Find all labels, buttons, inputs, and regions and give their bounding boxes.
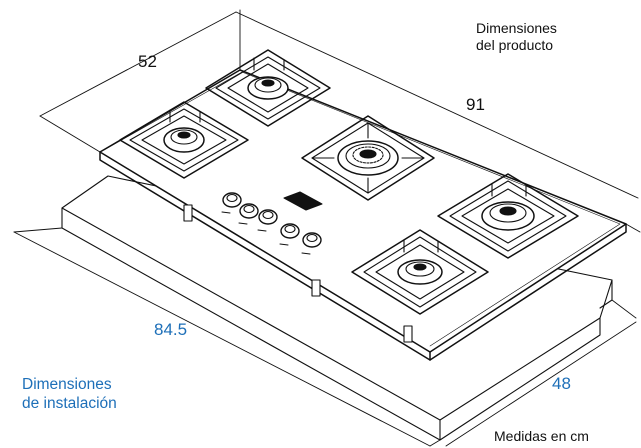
control-knobs xyxy=(221,192,322,255)
burner-rear-right xyxy=(437,173,579,259)
product-dimensions-title: Dimensiones del producto xyxy=(476,20,557,54)
control-knob xyxy=(221,192,242,214)
burner-front-left xyxy=(119,101,249,179)
control-knob xyxy=(257,209,278,232)
control-knob xyxy=(238,203,259,225)
mounting-clip xyxy=(183,204,413,343)
burner-front-right xyxy=(351,229,489,315)
installation-dimensions-title-line2: de instalación xyxy=(22,394,117,412)
control-knob xyxy=(279,223,300,246)
installation-width-value: 84.5 xyxy=(154,320,188,339)
control-knob xyxy=(301,232,322,255)
installation-dimension-lines xyxy=(13,227,637,447)
burner-rear-left xyxy=(205,49,331,127)
product-depth-value: 52 xyxy=(138,52,157,71)
product-dimensions-title-line1: Dimensiones xyxy=(476,20,557,36)
brand-plate xyxy=(283,191,323,211)
installation-depth-value: 48 xyxy=(552,374,571,393)
product-dimension-lines xyxy=(39,9,641,233)
burner-center-wok xyxy=(301,115,435,201)
product-width-value: 91 xyxy=(466,95,485,114)
product-dimensions-title-line2: del producto xyxy=(476,37,554,54)
installation-dimensions-title-line1: Dimensiones xyxy=(22,376,112,393)
units-note: Medidas en cm xyxy=(494,428,589,444)
installation-dimensions-title: Dimensiones de instalación xyxy=(22,376,117,414)
